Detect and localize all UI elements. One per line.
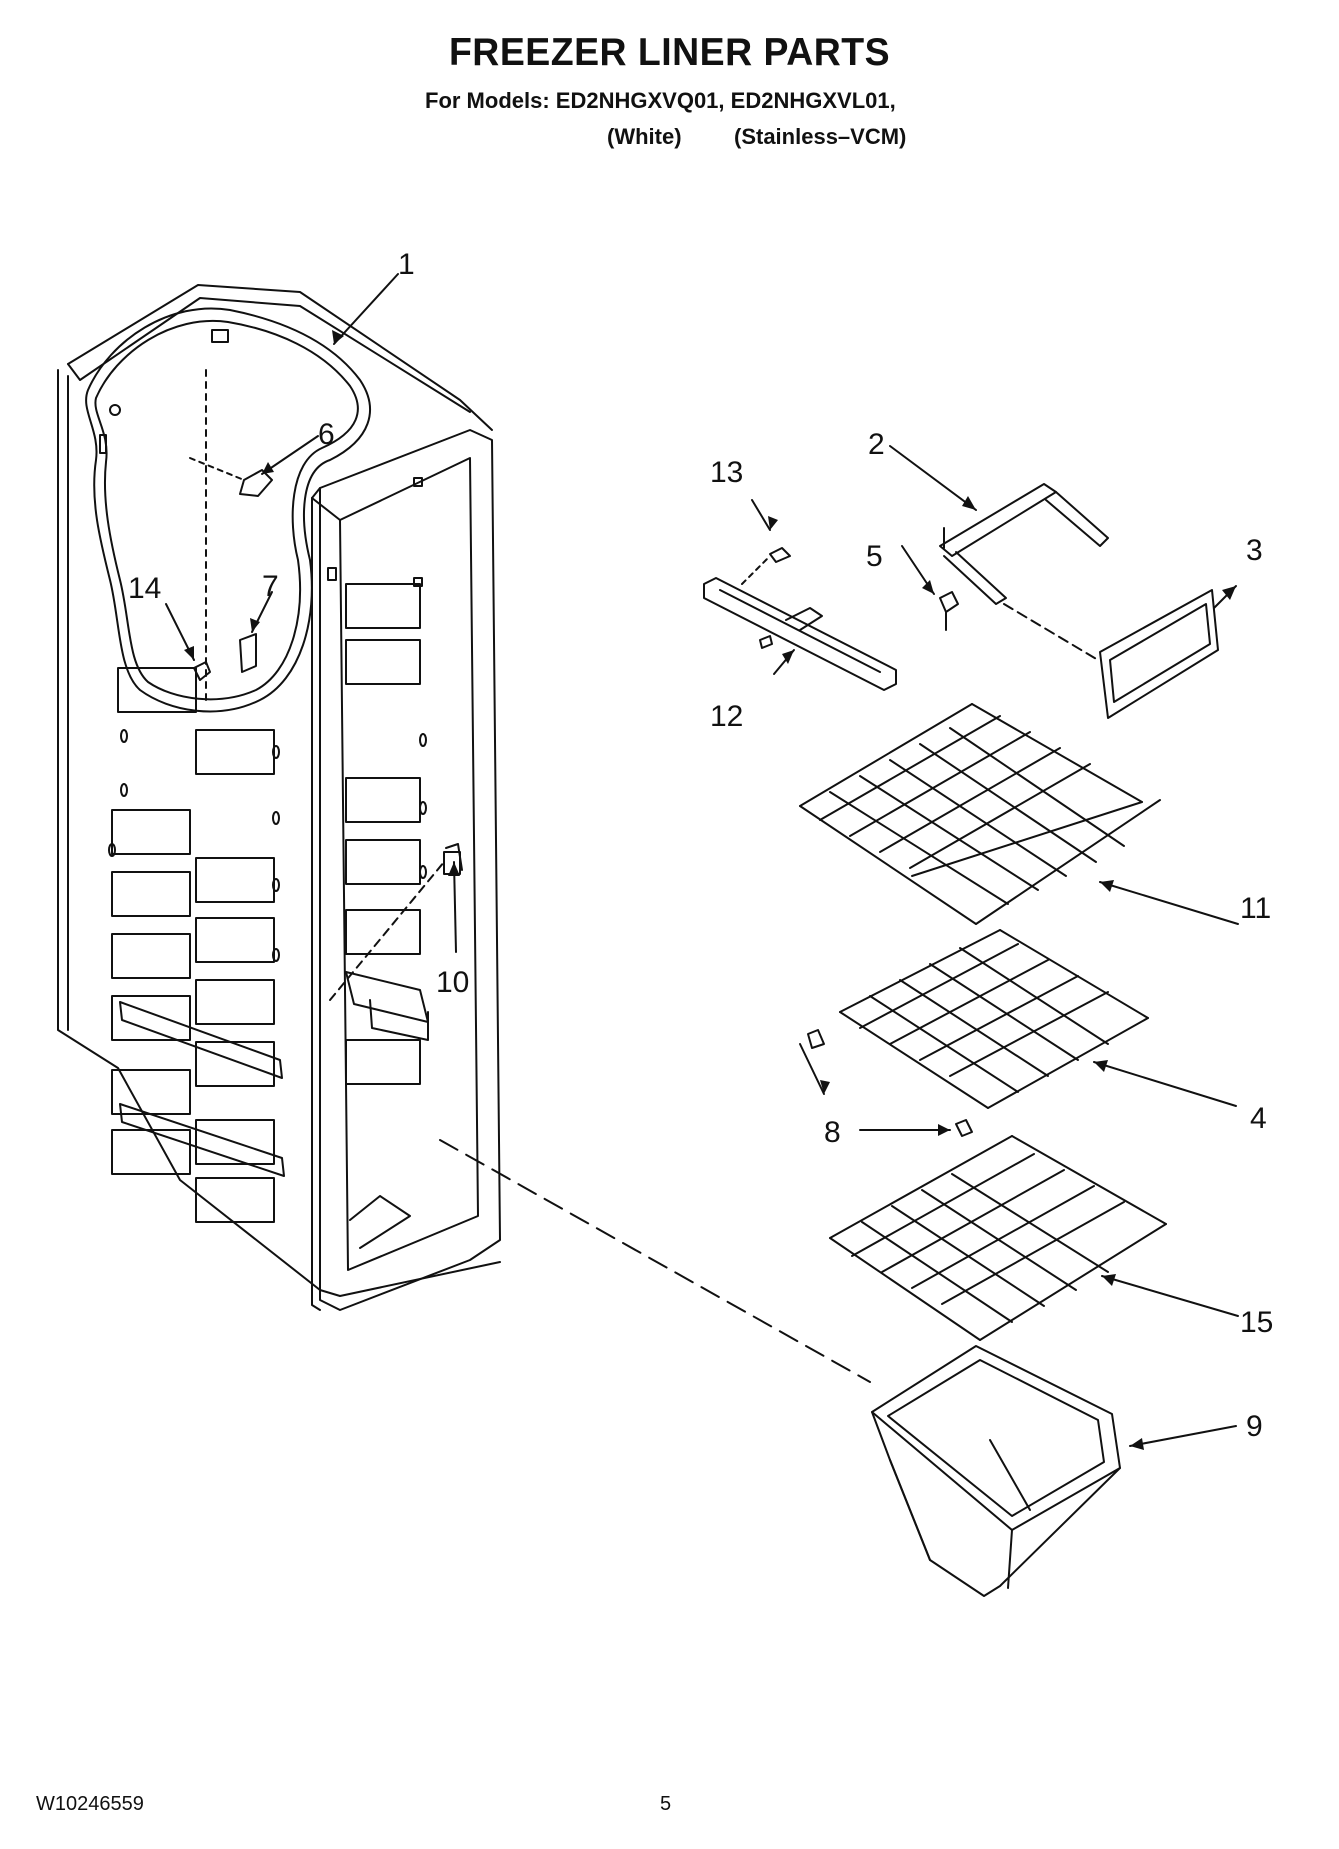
- model-number-2: ED2NHGXVL01,: [730, 88, 896, 113]
- callout-1: 1: [398, 248, 415, 281]
- models-prefix: For Models:: [425, 88, 550, 113]
- callout-12: 12: [710, 700, 743, 733]
- shelf-front-3-drawing: [1099, 589, 1219, 719]
- wire-shelf-11-drawing: [799, 703, 1161, 925]
- page-number: 5: [660, 1793, 672, 1815]
- document-number: W10246559: [36, 1793, 144, 1815]
- callout-8: 8: [824, 1116, 841, 1149]
- finish-2: (Stainless–VCM): [734, 124, 907, 149]
- bracket-12-drawing: [703, 547, 897, 691]
- dashed-leader-bin: [439, 1139, 871, 1383]
- callout-6: 6: [318, 418, 335, 451]
- bracket-2-drawing: [939, 483, 1109, 661]
- callout-4: 4: [1250, 1102, 1267, 1135]
- callout-11: 11: [1240, 892, 1271, 925]
- freezer-bin-drawing: [871, 1345, 1121, 1597]
- callout-3: 3: [1246, 534, 1263, 567]
- models-line: For Models: ED2NHGXVQ01, ED2NHGXVL01,: [425, 88, 896, 114]
- finish-1: (White): [607, 124, 682, 149]
- callout-10: 10: [436, 966, 469, 999]
- wire-shelf-15-drawing: [829, 1135, 1167, 1341]
- leader-lines: [165, 273, 1239, 1447]
- callout-7: 7: [262, 570, 279, 603]
- callout-13: 13: [710, 456, 743, 489]
- arrowheads: [184, 330, 1236, 1450]
- page-header: FREEZER LINER PARTS: [0, 30, 1339, 76]
- callout-15: 15: [1240, 1306, 1273, 1339]
- callout-9: 9: [1246, 1410, 1263, 1443]
- callout-2: 2: [868, 428, 885, 461]
- callout-5: 5: [866, 540, 883, 573]
- freezer-liner-drawing: [57, 284, 501, 1311]
- page-title: FREEZER LINER PARTS: [448, 31, 891, 74]
- callout-14: 14: [128, 572, 161, 605]
- wire-shelf-4-drawing: [807, 929, 1149, 1137]
- model-number-1: ED2NHGXVQ01,: [555, 88, 725, 113]
- callout-labels: 1 2 3 4 5 6 7 8 9 10 11 12 13 14 15: [128, 248, 1273, 1443]
